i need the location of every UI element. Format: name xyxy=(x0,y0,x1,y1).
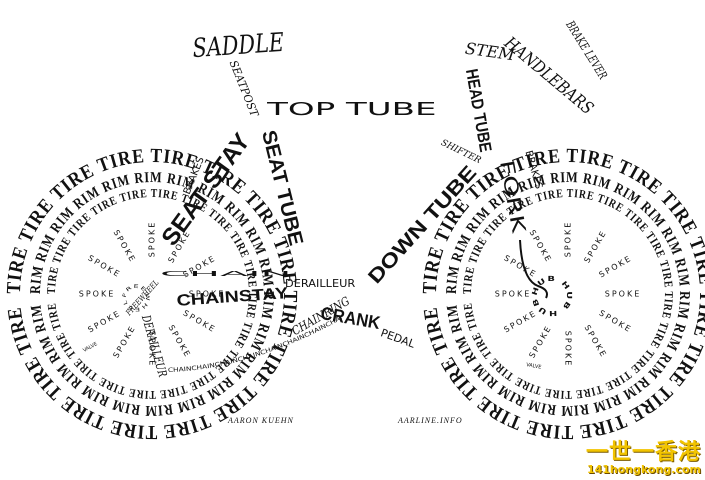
front-wheel-spoke: SPOKE xyxy=(527,228,553,264)
rear-wheel-spoke: SPOKE xyxy=(189,290,226,299)
saddle-label: SADDLE xyxy=(191,27,285,65)
front-wheel-spoke: SPOKE xyxy=(564,331,573,368)
site-credit: AARLINE.INFO xyxy=(398,416,463,425)
front-wheel-spoke: SPOKE xyxy=(502,253,538,279)
rear-wheel-spoke: SPOKE xyxy=(79,290,116,299)
front-wheel-spoke: SPOKE xyxy=(598,308,634,334)
front-wheel-spoke: SPOKE xyxy=(582,228,608,264)
rear-wheel-spoke: SPOKE xyxy=(86,253,122,279)
front-hub: HUB HUB HUB xyxy=(531,275,573,317)
rear-wheel-spoke: SPOKE xyxy=(148,331,157,368)
top-tube-label: TOP TUBE xyxy=(267,99,437,120)
front-wheel-spoke: SPOKE xyxy=(502,308,538,334)
front-wheel-spoke: SPOKE xyxy=(598,253,634,279)
fork-dropout-hook xyxy=(519,239,548,299)
rear-wheel-spoke: SPOKE xyxy=(182,308,218,334)
watermark: 一世一香港 141hongkong.com xyxy=(569,434,701,476)
front-wheel-spoke: SPOKE xyxy=(527,324,553,360)
front-wheel-spoke: SPOKE xyxy=(582,324,608,360)
chain-upper-run: CHAIN xyxy=(160,270,292,278)
watermark-url: 141hongkong.com xyxy=(586,463,701,476)
front-wheel-spoke: SPOKE xyxy=(495,290,532,299)
watermark-chinese: 一世一香港 xyxy=(585,440,701,465)
rear-wheel-spoke: SPOKE xyxy=(166,324,192,360)
author-credit: AARON KUEHN xyxy=(228,416,294,425)
rear-wheel-spoke: SPOKE xyxy=(86,308,122,334)
front-derailleur-label: DERAILLEUR xyxy=(285,276,356,290)
rear-wheel-spoke: SPOKE xyxy=(148,221,157,258)
rear-wheel-spoke: SPOKE xyxy=(111,228,137,264)
front-wheel-spoke: SPOKE xyxy=(564,221,573,258)
rear-valve: VALVE xyxy=(82,341,98,354)
front-wheel-spoke: SPOKE xyxy=(605,290,642,299)
front-valve: VALVE xyxy=(526,362,542,371)
rear-wheel-spoke: SPOKE xyxy=(111,324,137,360)
